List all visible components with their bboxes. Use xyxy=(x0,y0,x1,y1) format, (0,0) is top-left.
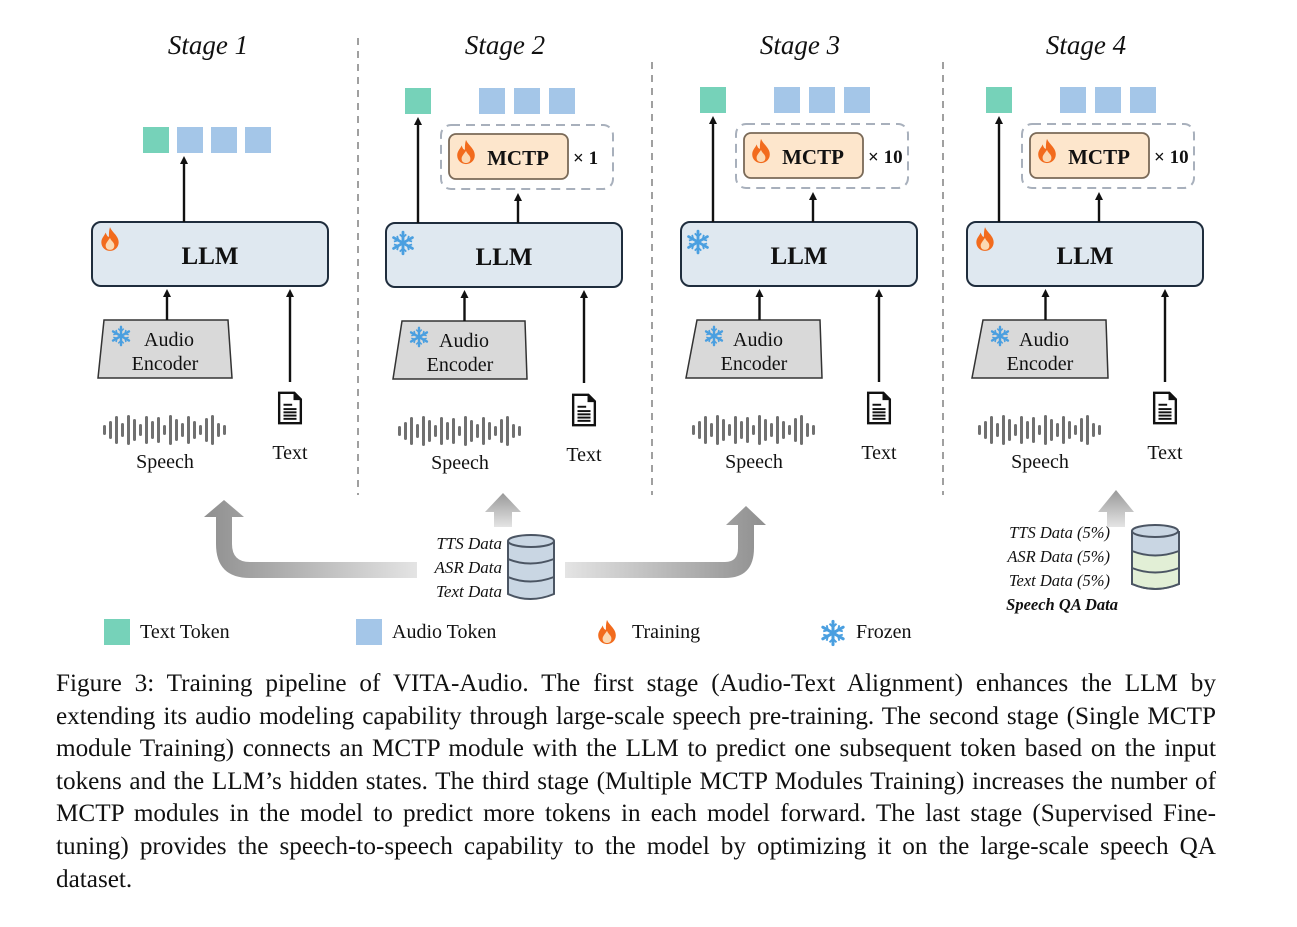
stage-title: Stage 1 xyxy=(168,30,248,60)
audio-token xyxy=(245,127,271,153)
sft-data-label: TTS Data (5%) xyxy=(1009,523,1110,542)
sft-data-label: Text Data (5%) xyxy=(1009,571,1110,590)
llm-block xyxy=(91,221,329,287)
audio-token xyxy=(549,88,575,114)
llm-label: LLM xyxy=(771,243,828,270)
legend-item: Text Token xyxy=(104,619,230,645)
audio-token xyxy=(177,127,203,153)
llm-label: LLM xyxy=(476,244,533,271)
data-flow-arrows xyxy=(204,490,1134,578)
figure-caption: Figure 3: Training pipeline of VITA-Audi… xyxy=(56,670,1216,893)
legend-label: Audio Token xyxy=(392,621,496,643)
mctp-label: MCTP xyxy=(782,145,844,169)
waveform-icon xyxy=(398,416,521,446)
document-icon xyxy=(277,391,303,425)
document-icon xyxy=(866,391,892,425)
database-icon-sft xyxy=(1131,524,1180,590)
snowflake-icon xyxy=(821,619,845,647)
audio-token xyxy=(1095,87,1121,113)
audio-token xyxy=(479,88,505,114)
text-token xyxy=(700,87,726,113)
audio-token xyxy=(774,87,800,113)
waveform-icon xyxy=(692,415,815,445)
speech-label: Speech xyxy=(1011,451,1069,473)
text-token xyxy=(143,127,169,153)
database-icon xyxy=(507,534,555,600)
encoder-label: Audio xyxy=(439,330,489,352)
legend-label: Text Token xyxy=(140,621,230,643)
text-token xyxy=(405,88,431,114)
audio-token-swatch xyxy=(356,619,382,645)
text-input-label: Text xyxy=(861,442,897,464)
mctp-label: MCTP xyxy=(1068,145,1130,169)
encoder-label: Encoder xyxy=(1007,353,1074,375)
text-input-label: Text xyxy=(566,444,602,466)
flow-arrow-left xyxy=(204,500,417,578)
text-token xyxy=(986,87,1012,113)
audio-token xyxy=(211,127,237,153)
llm-block xyxy=(966,221,1204,287)
llm-block xyxy=(680,221,918,287)
text-token-swatch xyxy=(104,619,130,645)
data-source-label: Text Data xyxy=(436,582,502,601)
llm-label: LLM xyxy=(182,243,239,270)
mctp-multiplier: × 10 xyxy=(868,147,903,168)
mctp-container xyxy=(440,124,614,190)
waveform-icon xyxy=(978,415,1101,445)
document-icon xyxy=(1152,391,1178,425)
legend-item: Training xyxy=(598,619,700,645)
audio-token xyxy=(809,87,835,113)
legend-label: Frozen xyxy=(856,621,912,643)
encoder-label: Audio xyxy=(1019,329,1069,351)
audio-encoder xyxy=(97,319,233,379)
sft-data-label: ASR Data (5%) xyxy=(1006,547,1110,566)
fire-icon xyxy=(598,619,616,645)
mctp-multiplier: × 1 xyxy=(573,148,598,169)
flow-arrow-up-sft xyxy=(1098,490,1134,527)
data-source-label: ASR Data xyxy=(433,558,502,577)
mctp-block xyxy=(743,132,864,179)
flow-arrow-right xyxy=(565,506,766,578)
sft-highlight-label: Speech QA Data xyxy=(1006,595,1118,614)
mctp-label: MCTP xyxy=(487,146,549,170)
encoder-label: Encoder xyxy=(427,354,494,376)
stage-title: Stage 4 xyxy=(1046,30,1126,60)
encoder-label: Encoder xyxy=(721,353,788,375)
audio-token xyxy=(1130,87,1156,113)
text-input-label: Text xyxy=(272,442,308,464)
llm-block xyxy=(385,222,623,288)
audio-token xyxy=(844,87,870,113)
llm-label: LLM xyxy=(1057,243,1114,270)
encoder-label: Audio xyxy=(144,329,194,351)
stage-title: Stage 3 xyxy=(760,30,840,60)
mctp-container xyxy=(1021,123,1195,189)
encoder-label: Audio xyxy=(733,329,783,351)
document-icon xyxy=(571,393,597,427)
waveform-icon xyxy=(103,415,226,445)
speech-label: Speech xyxy=(431,452,489,474)
mctp-container xyxy=(735,123,909,189)
mctp-block xyxy=(448,133,569,180)
audio-token xyxy=(514,88,540,114)
audio-token xyxy=(1060,87,1086,113)
legend-label: Training xyxy=(632,621,700,643)
stage-title: Stage 2 xyxy=(465,30,545,60)
speech-label: Speech xyxy=(136,451,194,473)
mctp-multiplier: × 10 xyxy=(1154,147,1189,168)
legend-item: Frozen xyxy=(821,619,912,647)
legend-item: Audio Token xyxy=(356,619,496,645)
mctp-block xyxy=(1029,132,1150,179)
text-input-label: Text xyxy=(1147,442,1183,464)
flow-arrow-up xyxy=(485,493,521,527)
encoder-label: Encoder xyxy=(132,353,199,375)
data-source-label: TTS Data xyxy=(436,534,502,553)
speech-label: Speech xyxy=(725,451,783,473)
